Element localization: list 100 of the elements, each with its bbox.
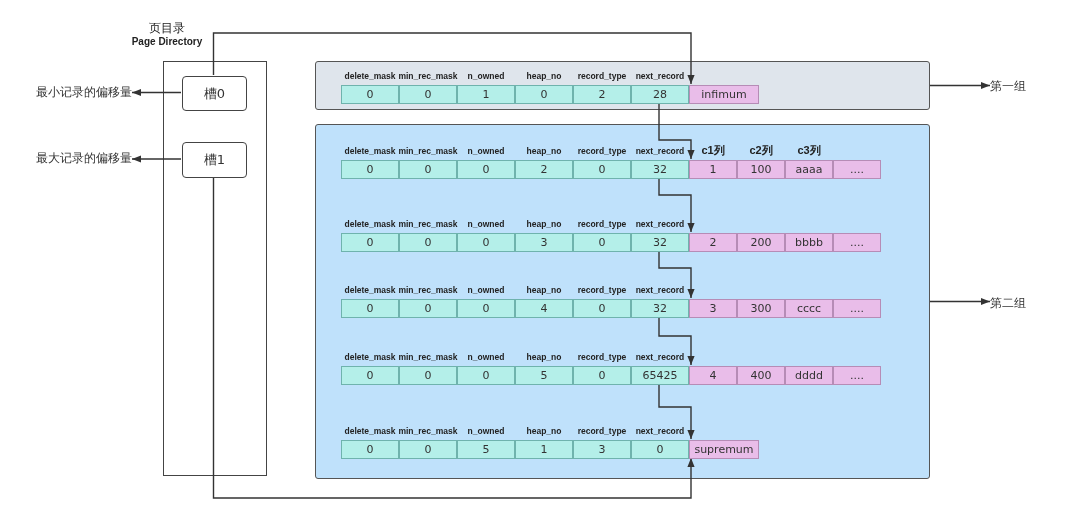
data-field: 4 bbox=[689, 366, 737, 385]
arrow bbox=[658, 102, 695, 160]
field-name: next_record bbox=[634, 352, 686, 362]
field-name: min_rec_mask bbox=[397, 146, 459, 156]
data-field: cccc bbox=[785, 299, 833, 318]
arrow bbox=[658, 383, 695, 440]
field-name: next_record bbox=[634, 285, 686, 295]
field-name: delete_mask bbox=[343, 219, 397, 229]
field-name: record_type bbox=[576, 219, 628, 229]
arrow bbox=[929, 81, 991, 90]
directory-subheading: Page Directory bbox=[130, 36, 204, 47]
header-field: 5 bbox=[515, 366, 573, 385]
data-field: .... bbox=[833, 233, 881, 252]
data-field: 100 bbox=[737, 160, 785, 179]
group-panel bbox=[315, 124, 930, 479]
data-field: 2 bbox=[689, 233, 737, 252]
field-name: next_record bbox=[634, 426, 686, 436]
header-field: 0 bbox=[457, 233, 515, 252]
header-field: 28 bbox=[631, 85, 689, 104]
header-field: 32 bbox=[631, 233, 689, 252]
header-field: 0 bbox=[631, 440, 689, 459]
data-field: .... bbox=[833, 160, 881, 179]
header-field: 2 bbox=[573, 85, 631, 104]
field-name: next_record bbox=[634, 146, 686, 156]
header-field: 0 bbox=[341, 299, 399, 318]
header-field: 0 bbox=[399, 233, 457, 252]
field-name: record_type bbox=[576, 146, 628, 156]
field-name: record_type bbox=[576, 285, 628, 295]
header-field: 0 bbox=[457, 299, 515, 318]
arrow bbox=[212, 176, 695, 499]
data-field: 400 bbox=[737, 366, 785, 385]
header-field: 1 bbox=[515, 440, 573, 459]
field-name: heap_no bbox=[525, 219, 563, 229]
header-field: 3 bbox=[515, 233, 573, 252]
data-field: aaaa bbox=[785, 160, 833, 179]
group-panel bbox=[315, 61, 930, 110]
header-field: 0 bbox=[573, 160, 631, 179]
slot-box: 槽0 bbox=[182, 76, 247, 111]
field-name: min_rec_mask bbox=[397, 426, 459, 436]
group-label: 第一组 bbox=[990, 78, 1050, 94]
data-field: bbbb bbox=[785, 233, 833, 252]
data-field: dddd bbox=[785, 366, 833, 385]
field-name: record_type bbox=[576, 352, 628, 362]
arrow bbox=[658, 177, 695, 233]
header-field: 0 bbox=[399, 299, 457, 318]
field-name: delete_mask bbox=[343, 426, 397, 436]
arrow bbox=[658, 250, 695, 299]
arrow bbox=[131, 155, 182, 163]
header-field: 3 bbox=[573, 440, 631, 459]
header-field: 0 bbox=[341, 440, 399, 459]
header-field: 0 bbox=[573, 233, 631, 252]
field-name: min_rec_mask bbox=[397, 285, 459, 295]
header-field: 1 bbox=[457, 85, 515, 104]
field-name: delete_mask bbox=[343, 285, 397, 295]
header-field: 0 bbox=[341, 233, 399, 252]
data-field: .... bbox=[833, 299, 881, 318]
field-name: next_record bbox=[634, 71, 686, 81]
field-name: delete_mask bbox=[343, 71, 397, 81]
field-name: delete_mask bbox=[343, 352, 397, 362]
arrow bbox=[658, 316, 695, 366]
group-label: 第二组 bbox=[990, 295, 1050, 311]
header-field: 0 bbox=[573, 299, 631, 318]
header-field: 0 bbox=[573, 366, 631, 385]
field-name: c3列 bbox=[796, 143, 822, 158]
slot-box: 槽1 bbox=[182, 142, 247, 178]
field-name: min_rec_mask bbox=[397, 71, 459, 81]
arrow bbox=[929, 297, 991, 306]
arrow bbox=[131, 88, 182, 97]
header-field: 0 bbox=[515, 85, 573, 104]
data-field: 1 bbox=[689, 160, 737, 179]
header-field: 0 bbox=[399, 366, 457, 385]
field-name: record_type bbox=[576, 426, 628, 436]
header-field: 0 bbox=[341, 366, 399, 385]
header-field: 0 bbox=[399, 160, 457, 179]
field-name: heap_no bbox=[525, 352, 563, 362]
data-field: infimum bbox=[689, 85, 759, 104]
header-field: 2 bbox=[515, 160, 573, 179]
header-field: 0 bbox=[457, 160, 515, 179]
header-field: 65425 bbox=[631, 366, 689, 385]
offset-label: 最小记录的偏移量 bbox=[20, 84, 132, 100]
header-field: 0 bbox=[457, 366, 515, 385]
field-name: min_rec_mask bbox=[397, 352, 459, 362]
page-directory-frame bbox=[163, 61, 267, 476]
field-name: heap_no bbox=[525, 146, 563, 156]
field-name: c2列 bbox=[748, 143, 774, 158]
field-name: next_record bbox=[634, 219, 686, 229]
header-field: 32 bbox=[631, 299, 689, 318]
field-name: delete_mask bbox=[343, 146, 397, 156]
data-field: 200 bbox=[737, 233, 785, 252]
header-field: 0 bbox=[341, 160, 399, 179]
field-name: heap_no bbox=[525, 71, 563, 81]
offset-label: 最大记录的偏移量 bbox=[20, 150, 132, 166]
data-field: 3 bbox=[689, 299, 737, 318]
header-field: 0 bbox=[399, 440, 457, 459]
field-name: min_rec_mask bbox=[397, 219, 459, 229]
header-field: 4 bbox=[515, 299, 573, 318]
directory-heading: 页目录 bbox=[148, 21, 186, 36]
field-name: record_type bbox=[576, 71, 628, 81]
header-field: 0 bbox=[399, 85, 457, 104]
data-field: 300 bbox=[737, 299, 785, 318]
